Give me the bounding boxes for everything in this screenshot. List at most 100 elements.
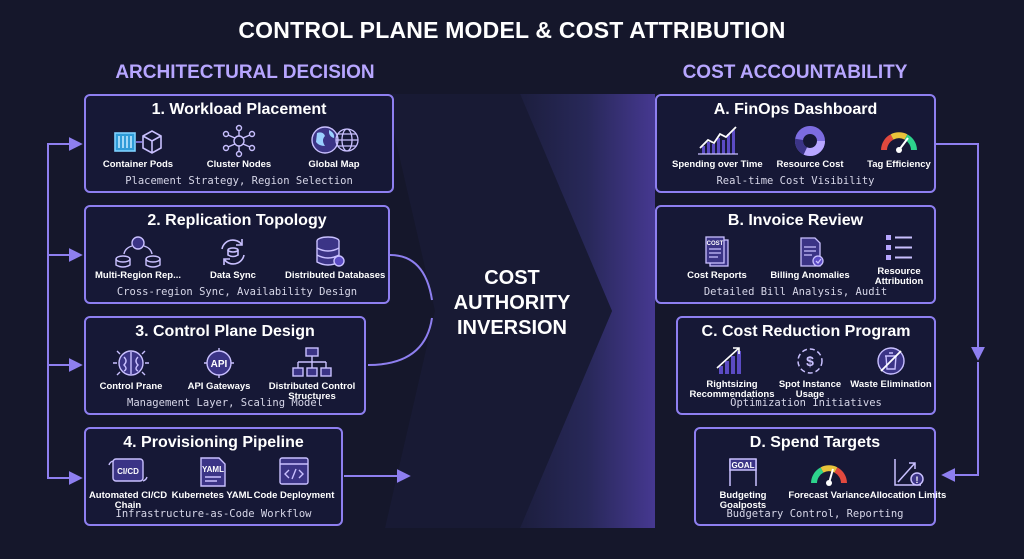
globe-icon — [311, 126, 359, 154]
item-data-sync: Data Sync — [188, 235, 278, 281]
item-label: Budgeting Goalposts — [719, 490, 767, 511]
card-control-plane-design: 3. Control Plane Design Control Prane AP… — [84, 316, 366, 415]
item-billing-anomalies: Billing Anomalies — [765, 235, 855, 281]
item-label: Resource Attribution — [874, 266, 924, 287]
center-label-line2: AUTHORITY — [453, 292, 571, 314]
item-control-prane: Control Prane — [86, 346, 176, 392]
item-label: Resource Cost — [776, 159, 844, 170]
item-label: Billing Anomalies — [770, 270, 850, 281]
waste-elimination-icon — [877, 347, 905, 375]
page-title: CONTROL PLANE MODEL & COST ATTRIBUTION — [238, 17, 786, 43]
goal-post-icon: GOAL — [729, 458, 757, 486]
card-subtitle: Management Layer, Scaling Model — [127, 397, 323, 409]
yaml-file-icon: YAML — [200, 457, 226, 487]
database-icon — [316, 236, 345, 267]
card-title: 3. Control Plane Design — [135, 323, 315, 340]
line-chart-icon — [698, 126, 738, 155]
card-subtitle: Real-time Cost Visibility — [716, 175, 875, 187]
card-subtitle: Placement Strategy, Region Selection — [125, 175, 353, 187]
item-resource-attribution: Resource Attribution — [854, 231, 944, 287]
item-container-pods: Container Pods — [93, 124, 183, 170]
card-title: 4. Provisioning Pipeline — [123, 434, 304, 451]
item-label: Rightsizing Recommendations — [689, 379, 775, 400]
svg-text:$: $ — [806, 353, 814, 369]
center-chevron — [520, 94, 655, 528]
spot-instance-icon: $ — [797, 348, 823, 374]
item-label: Multi-Region Rep... — [94, 270, 182, 281]
cost-doc-glyph: COST — [707, 241, 724, 247]
center-label-line3: INVERSION — [456, 317, 568, 339]
card-replication-topology: 2. Replication Topology Multi-Region Rep… — [84, 205, 390, 304]
item-waste-elimination: Waste Elimination — [846, 344, 936, 390]
item-cluster-nodes: Cluster Nodes — [194, 124, 284, 170]
card-title: D. Spend Targets — [749, 434, 881, 451]
card-title: 1. Workload Placement — [151, 101, 327, 118]
item-label: Code Deployment — [253, 490, 335, 501]
cicd-chain-icon: CI/CD — [108, 458, 148, 482]
card-workload-placement: 1. Workload Placement Container Pods Clu… — [84, 94, 394, 193]
item-label: Cost Reports — [687, 270, 747, 281]
code-window-icon — [279, 457, 309, 485]
donut-chart-icon — [795, 126, 825, 156]
item-label: Spending over Time — [672, 159, 763, 170]
item-resource-cost: Resource Cost — [765, 124, 855, 170]
allocation-limit-icon: ! — [894, 459, 924, 486]
billing-anomaly-icon — [800, 237, 824, 267]
item-label: Tag Efficiency — [867, 159, 931, 170]
card-subtitle: Budgetary Control, Reporting — [726, 508, 904, 520]
card-cost-reduction-program: C. Cost Reduction Program Rightsizing Re… — [676, 316, 936, 415]
item-label: Allocation Limits — [869, 490, 947, 501]
center-label: COST AUTHORITY INVERSION — [447, 266, 577, 341]
item-label: Distributed Control Structures — [268, 381, 356, 402]
item-label: Distributed Databases — [285, 270, 386, 281]
card-spend-targets: D. Spend Targets GOAL Budgeting Goalpost… — [694, 427, 946, 526]
hierarchy-icon — [292, 347, 332, 377]
item-label: Waste Elimination — [850, 379, 932, 390]
gauge-icon — [881, 132, 917, 153]
item-budgeting-goalposts: GOAL Budgeting Goalposts — [698, 455, 788, 511]
item-code-deployment: Code Deployment — [249, 455, 339, 501]
item-label: Cluster Nodes — [206, 159, 272, 170]
api-gateway-icon: API — [204, 348, 234, 378]
item-spending-over-time: Spending over Time — [672, 124, 763, 170]
item-label: Control Prane — [99, 381, 163, 392]
item-label: Automated CI/CD Chain — [88, 490, 168, 511]
card-finops-dashboard: A. FinOps Dashboard Spending over Time R… — [655, 94, 936, 193]
item-cicd-chain: CI/CD Automated CI/CD Chain — [83, 455, 173, 511]
item-forecast-variance: Forecast Variance — [784, 455, 874, 501]
item-global-map: Global Map — [289, 124, 379, 170]
item-label: Global Map — [308, 159, 360, 170]
item-label: Forecast Variance — [788, 490, 870, 501]
card-subtitle: Detailed Bill Analysis, Audit — [703, 286, 888, 298]
item-api-gateways: API API Gateways — [174, 346, 264, 392]
cluster-nodes-icon — [222, 124, 256, 158]
item-distributed-control: Distributed Control Structures — [267, 346, 357, 402]
container-pods-icon — [114, 130, 162, 154]
card-provisioning-pipeline: 4. Provisioning Pipeline CI/CD Automated… — [84, 427, 343, 526]
cost-report-icon: COST — [705, 236, 729, 267]
yaml-glyph: YAML — [202, 465, 224, 474]
goal-glyph: GOAL — [731, 461, 754, 470]
card-subtitle: Optimization Initiatives — [730, 397, 882, 409]
item-label: API Gateways — [187, 381, 251, 392]
item-allocation-limits: ! Allocation Limits — [863, 455, 953, 501]
item-distributed-databases: Distributed Databases — [285, 235, 386, 281]
item-cost-reports: COST Cost Reports — [672, 235, 762, 281]
item-label: Kubernetes YAML — [171, 490, 253, 501]
attribution-list-icon — [886, 235, 912, 260]
item-spot-instance: $ Spot Instance Usage — [765, 344, 855, 400]
multi-region-icon — [115, 236, 161, 268]
item-label: Data Sync — [210, 270, 256, 281]
cicd-glyph: CI/CD — [117, 467, 139, 476]
card-title: B. Invoice Review — [727, 212, 864, 229]
right-column-header: COST ACCOUNTABILITY — [682, 62, 908, 83]
rightsizing-icon — [716, 347, 741, 374]
card-title: C. Cost Reduction Program — [701, 323, 911, 340]
item-tag-efficiency: Tag Efficiency — [854, 124, 944, 170]
svg-text:!: ! — [916, 475, 919, 485]
item-rightsizing: Rightsizing Recommendations — [687, 344, 777, 400]
item-kubernetes-yaml: YAML Kubernetes YAML — [167, 455, 257, 501]
item-label: Spot Instance Usage — [778, 379, 842, 400]
api-glyph: API — [211, 359, 228, 370]
center-label-line1: COST — [484, 267, 540, 289]
